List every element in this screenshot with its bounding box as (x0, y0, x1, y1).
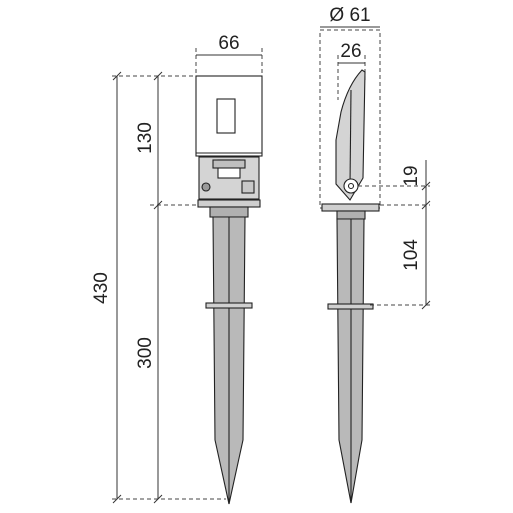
tick (153, 200, 163, 210)
height-dimensions: 430 130 300 (91, 71, 226, 504)
tick (421, 181, 431, 191)
dim-label-pivot: 19 (401, 165, 422, 186)
pivot-bolt-center-icon (347, 182, 355, 190)
dim-label-head: 130 (135, 122, 156, 154)
side-mount-plate (321, 203, 380, 212)
tick (112, 71, 122, 81)
dim-label-diameter: Ø 61 (329, 5, 370, 26)
tick (153, 71, 163, 81)
front-collar (209, 206, 249, 218)
dim-label-inner-width: 26 (340, 41, 361, 62)
tick (112, 494, 122, 504)
dim-label-front-width: 66 (218, 33, 239, 54)
front-mount-plate (197, 199, 261, 208)
side-view: Ø 61 26 19 104 (319, 5, 431, 504)
front-spike-ring (205, 302, 253, 309)
side-spike-ring (327, 303, 374, 310)
dim-label-total: 430 (91, 272, 112, 304)
side-collar (336, 210, 366, 220)
front-bracket-clamp (212, 159, 246, 169)
dim-label-collar: 104 (401, 239, 422, 271)
tick (421, 200, 431, 210)
side-body-edge (349, 89, 352, 186)
tick (153, 494, 163, 504)
tick (421, 300, 431, 310)
front-bracket-nut (241, 180, 255, 194)
front-lens-window (216, 98, 236, 134)
front-view: 66 (195, 33, 263, 505)
dim-label-spike: 300 (135, 337, 156, 369)
left-bolt-icon (201, 182, 211, 192)
